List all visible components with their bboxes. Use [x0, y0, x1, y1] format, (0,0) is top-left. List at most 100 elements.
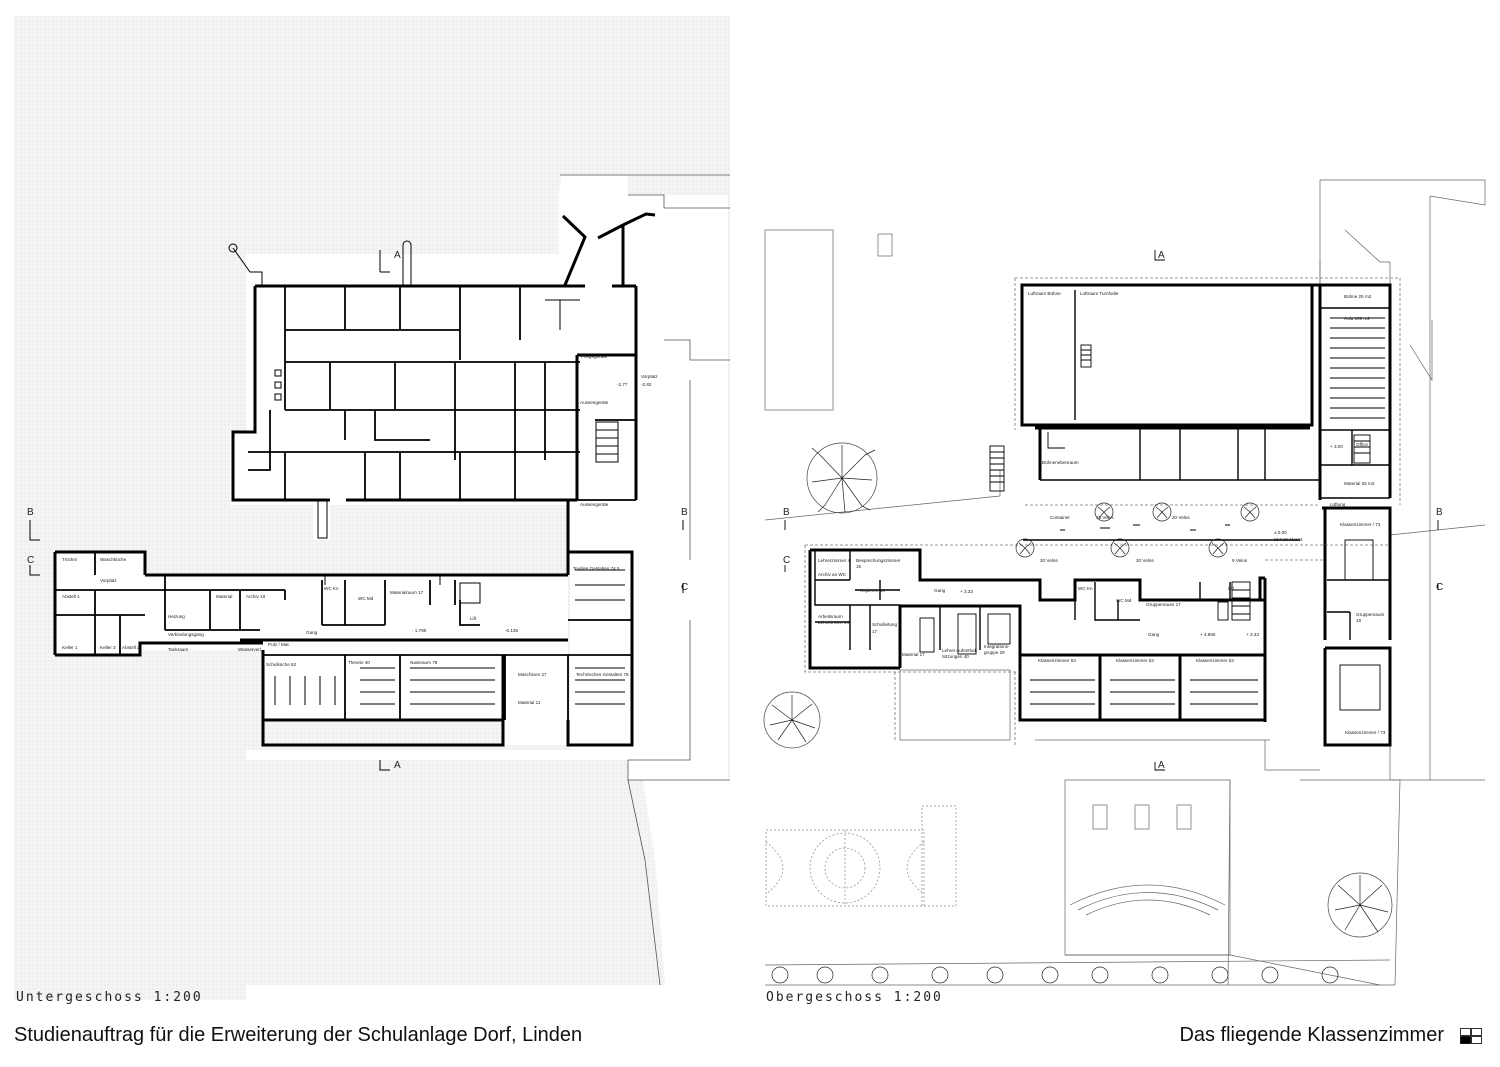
room-label: Lüftung [1330, 502, 1346, 507]
room-label: Bühne 25 m2 [1344, 294, 1372, 299]
room-label: 20 Velos [1172, 515, 1190, 520]
room-label: -2.77 [617, 382, 628, 387]
section-mark: A [1158, 250, 1165, 261]
room-label: Klassenzimmer 63 [1038, 658, 1076, 663]
section-mark: B [783, 507, 790, 518]
room-label: 17 [872, 629, 878, 634]
room-label: 18 [1356, 618, 1362, 623]
room-label: Textiles Gestalten 74.5 [573, 566, 620, 571]
room-label: Lehrerinnen 44 [818, 620, 849, 625]
og-footprint [810, 285, 1390, 668]
room-label: Material 11 [518, 700, 541, 705]
room-label: Klassenzimmer / 73 [1340, 522, 1381, 527]
room-label: + 3.00 [1330, 444, 1343, 449]
room-label: Luftraum Bühne [1028, 291, 1061, 296]
room-label: Besprechungszimmer [856, 558, 901, 563]
section-mark: A [394, 760, 401, 771]
plan-untergeschoss: A A B B C C Pflegegeräte Vorplatz -2.77 … [14, 16, 730, 1000]
room-label: Keller 3 [100, 645, 116, 650]
room-label: Lehrerzimmer 4 [818, 558, 851, 563]
room-label: WC Md [358, 596, 374, 601]
project-name: Das fliegende Klassenzimmer [1179, 1024, 1444, 1046]
room-label: Lift [470, 616, 477, 621]
room-label: Sitzungen 40 [942, 654, 969, 659]
room-label: Gang [934, 588, 946, 593]
room-label: Klassenzimmer 63 [1116, 658, 1154, 663]
room-label: Klassenzimmer / 73 [1345, 730, 1386, 735]
room-label: Verbindungsgang [168, 632, 204, 637]
room-label: 917.26 M.ü.M. [1274, 537, 1303, 542]
outer-walls-og [808, 283, 1392, 747]
room-label: Container [1050, 515, 1070, 520]
section-mark: C [1436, 582, 1443, 593]
dashed-projections-og [804, 277, 1401, 745]
room-label: - 1.785 [412, 628, 427, 633]
footprints [55, 175, 728, 780]
room-label: Nassraum 78 [410, 660, 438, 665]
room-label: Tankraum [168, 647, 188, 652]
room-label: 15 Velos [1096, 515, 1114, 520]
trees-og [763, 442, 1393, 984]
room-labels-ug: Pflegegeräte Vorplatz -2.77 -2.82 Aussen… [62, 354, 658, 705]
room-label: Keller 1 [62, 645, 78, 650]
section-mark: B [681, 507, 688, 518]
section-mark: A [394, 250, 401, 261]
room-label: Lehrer Aufenthalt [942, 648, 978, 653]
room-label: Gruppenraum [1356, 612, 1385, 617]
tree [763, 691, 821, 749]
terrain-bottom [14, 760, 665, 985]
room-label: Material 25 m2 [1344, 481, 1375, 486]
room-label: Materialraum 17 [390, 590, 424, 595]
plan-obergeschoss: A A B B C C Luftraum Bühne Luftraum Turn… [763, 179, 1486, 986]
sheet-title: Studienauftrag für die Erweiterung der S… [14, 1024, 583, 1046]
room-label: Klassenzimmer 63 [1196, 658, 1234, 663]
details-ug [29, 240, 684, 771]
interior-walls-og [814, 290, 1390, 650]
room-label: Kopieren 16 [860, 588, 885, 593]
room-label: -0.135 [505, 628, 518, 633]
room-label: -2.82 [641, 382, 652, 387]
plan-caption-untergeschoss: Untergeschoss 1:200 [16, 990, 203, 1005]
room-label: Schulküche 62 [266, 662, 297, 667]
room-label: Maschinen 27 [518, 672, 547, 677]
project-logo-icon [1460, 1028, 1482, 1044]
room-label: Lift [1228, 586, 1235, 591]
small-trees [771, 502, 1339, 984]
room-label: Gang [306, 630, 318, 635]
room-label: Aula 100 m2 [1344, 316, 1370, 321]
room-label: WC Kn [1078, 586, 1093, 591]
tree [806, 442, 878, 514]
room-label: + 3.33 [1246, 632, 1259, 637]
room-label: 15 [856, 564, 862, 569]
section-mark: C [783, 555, 790, 566]
tree [1327, 872, 1393, 938]
section-mark: C [681, 582, 688, 593]
room-label: Bühnenebenraum [1042, 460, 1079, 465]
section-mark: B [1436, 507, 1443, 518]
room-label: Vorplatz [641, 374, 658, 379]
room-label: Arbeitsraum [818, 614, 843, 619]
room-label: + 4.865 [1200, 632, 1216, 637]
terrain-mid [14, 184, 559, 254]
room-label: ± 0.00 [1274, 530, 1287, 535]
room-label: Heizung [168, 614, 185, 619]
details-og [784, 250, 1439, 771]
outer-walls-ug [53, 212, 656, 747]
neighbour-outline [560, 174, 730, 986]
section-marks-og: A A B B C C [783, 250, 1443, 771]
room-label: Putz / Mat. [268, 642, 290, 647]
room-label: 9 Velos [1232, 558, 1248, 563]
room-label: Office [1356, 442, 1368, 447]
room-label: 20 Velos [1136, 558, 1154, 563]
room-label: Archiv an WC [818, 572, 847, 577]
room-label: Abstell 2 [122, 645, 140, 650]
room-label: + 3.33 [960, 589, 973, 594]
room-label: Abstell 1 [62, 594, 80, 599]
room-label: Aussengeräte [580, 502, 609, 507]
room-label: Material 17 [902, 652, 925, 657]
room-label: Tröckni [62, 557, 77, 562]
room-labels-og: Luftraum Bühne Luftraum Turnhalle Bühne … [818, 291, 1386, 735]
sports-field [765, 805, 957, 907]
room-label: Archiv 18 [246, 594, 266, 599]
